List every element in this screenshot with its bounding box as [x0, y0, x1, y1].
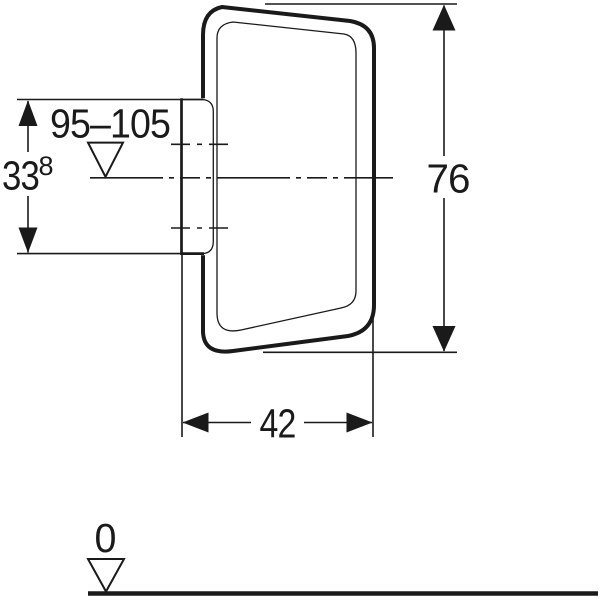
wall-bracket-face	[180, 98, 214, 256]
arrow-down-icon	[18, 227, 38, 253]
cistern-outer-contour	[201, 5, 376, 354]
arrow-down-icon	[432, 326, 456, 352]
arrow-right-icon	[346, 412, 373, 433]
dimension-offset-superscript: 8	[39, 151, 54, 181]
level-range: 95–105	[50, 101, 171, 179]
ground-level-indicator-icon	[86, 558, 126, 594]
wall-bracket	[180, 98, 214, 256]
dimension-offset: 33 8	[2, 98, 180, 255]
dimension-height: 76	[263, 3, 471, 354]
ground-level-value: 0	[95, 515, 116, 561]
arrow-up-icon	[432, 4, 456, 31]
dimension-depth-value: 42	[260, 401, 296, 447]
dimension-depth: 42	[181, 255, 374, 447]
wall-bracket-right-edge	[201, 98, 214, 255]
arrow-left-icon	[182, 412, 209, 433]
level-range-value: 95–105	[50, 101, 170, 147]
ground-level: 0	[86, 515, 598, 596]
dimension-height-value: 76	[427, 156, 470, 202]
arrow-up-icon	[18, 100, 38, 126]
dimension-offset-value: 33	[2, 153, 39, 199]
level-indicator-icon	[86, 141, 125, 179]
cistern-inner-contour	[216, 21, 357, 332]
